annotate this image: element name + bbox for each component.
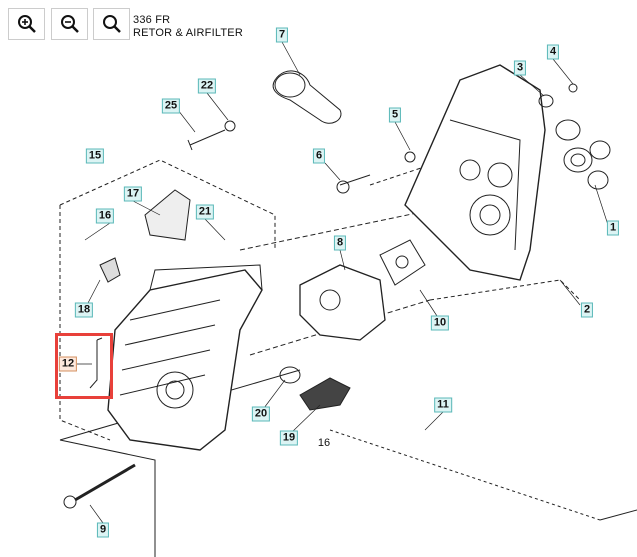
callout-2[interactable]: 2 bbox=[580, 302, 594, 318]
callout-19[interactable]: 19 bbox=[279, 430, 299, 446]
callout-9[interactable]: 9 bbox=[96, 522, 110, 538]
callout-11[interactable]: 11 bbox=[434, 397, 452, 413]
callout-15[interactable]: 15 bbox=[85, 148, 105, 164]
callout-21[interactable]: 21 bbox=[195, 204, 215, 220]
zoom-out-button[interactable] bbox=[51, 8, 88, 40]
model-title: 336 FR bbox=[133, 14, 171, 26]
callout-22[interactable]: 22 bbox=[197, 78, 217, 94]
zoom-out-icon bbox=[60, 15, 79, 33]
section-title: RETOR & AIRFILTER bbox=[133, 27, 243, 39]
callout-1[interactable]: 1 bbox=[606, 220, 620, 236]
zoom-in-icon bbox=[17, 15, 36, 33]
zoom-reset-button[interactable] bbox=[93, 8, 130, 40]
part-label-16: 16 bbox=[317, 437, 331, 449]
callout-12-selected[interactable]: 12 bbox=[58, 356, 78, 372]
callout-4[interactable]: 4 bbox=[546, 44, 560, 60]
callout-17[interactable]: 17 bbox=[123, 186, 143, 202]
magnifier-icon bbox=[102, 15, 121, 33]
callout-18[interactable]: 18 bbox=[74, 302, 94, 318]
callout-6[interactable]: 6 bbox=[312, 148, 326, 164]
callout-16[interactable]: 16 bbox=[95, 208, 115, 224]
callout-10[interactable]: 10 bbox=[430, 315, 450, 331]
callout-3[interactable]: 3 bbox=[513, 60, 527, 76]
callout-8[interactable]: 8 bbox=[333, 235, 347, 251]
zoom-in-button[interactable] bbox=[8, 8, 45, 40]
callout-25[interactable]: 25 bbox=[161, 98, 181, 114]
callout-7[interactable]: 7 bbox=[275, 27, 289, 43]
callout-5[interactable]: 5 bbox=[388, 107, 402, 123]
selected-part-highlight bbox=[55, 333, 113, 399]
callout-20[interactable]: 20 bbox=[251, 406, 271, 422]
